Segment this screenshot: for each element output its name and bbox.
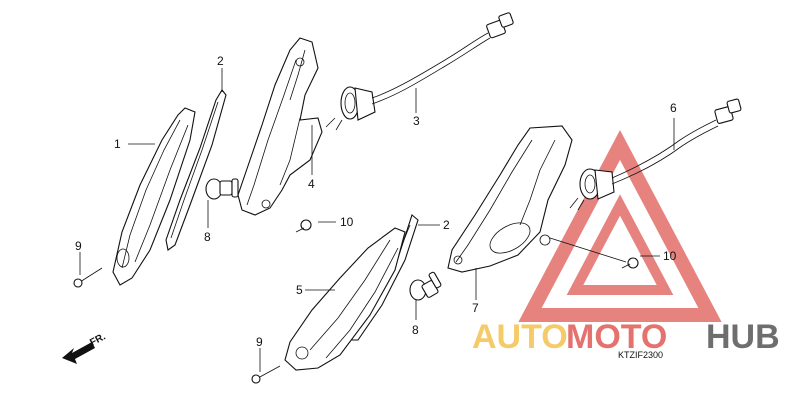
callout-2-right: 2 bbox=[443, 218, 450, 232]
watermark-auto: AUTO bbox=[472, 318, 568, 356]
watermark-text: AUTO MOTO HUB bbox=[472, 318, 780, 356]
callout-7: 7 bbox=[472, 301, 479, 315]
callout-4: 4 bbox=[308, 177, 315, 191]
watermark-hub: HUB bbox=[706, 318, 780, 356]
callout-5: 5 bbox=[296, 283, 303, 297]
callout-10-upper: 10 bbox=[340, 215, 354, 229]
left-lens-part-1 bbox=[112, 107, 196, 286]
right-lens-part-5 bbox=[284, 227, 406, 371]
callout-9-lower: 9 bbox=[256, 335, 263, 349]
drawing-code: KTZIF2300 bbox=[618, 350, 663, 360]
screw-left-part-9 bbox=[73, 267, 103, 288]
wire-harness-right-part-6 bbox=[569, 98, 742, 211]
direction-label: FR. bbox=[88, 331, 108, 348]
leader-lines bbox=[79, 68, 675, 372]
callout-1: 1 bbox=[114, 137, 121, 151]
right-housing-part-7 bbox=[447, 125, 573, 273]
gasket-left-part-2 bbox=[165, 89, 227, 251]
callout-3: 3 bbox=[413, 114, 420, 128]
callout-2-left: 2 bbox=[217, 54, 224, 68]
screw-lower-part-9 bbox=[251, 365, 281, 384]
callout-6: 6 bbox=[670, 101, 677, 115]
wire-harness-left-part-3 bbox=[325, 12, 514, 131]
bulb-upper-part-8 bbox=[205, 178, 239, 200]
left-housing-part-4 bbox=[237, 37, 323, 216]
bulb-lower-part-8 bbox=[409, 271, 442, 301]
callout-9-left: 9 bbox=[75, 239, 82, 253]
screw-right-part-10 bbox=[621, 257, 639, 269]
callout-8-lower: 8 bbox=[412, 323, 419, 337]
callout-numbers: 1 2 3 4 8 10 9 2 5 8 9 6 7 10 bbox=[75, 54, 677, 349]
callout-10-right: 10 bbox=[663, 249, 677, 263]
watermark-moto: MOTO bbox=[566, 318, 667, 356]
front-direction-arrow: FR. bbox=[62, 331, 108, 364]
callout-8-upper: 8 bbox=[204, 230, 211, 244]
screw-upper-part-10 bbox=[295, 219, 312, 233]
watermark-logo bbox=[518, 130, 722, 322]
